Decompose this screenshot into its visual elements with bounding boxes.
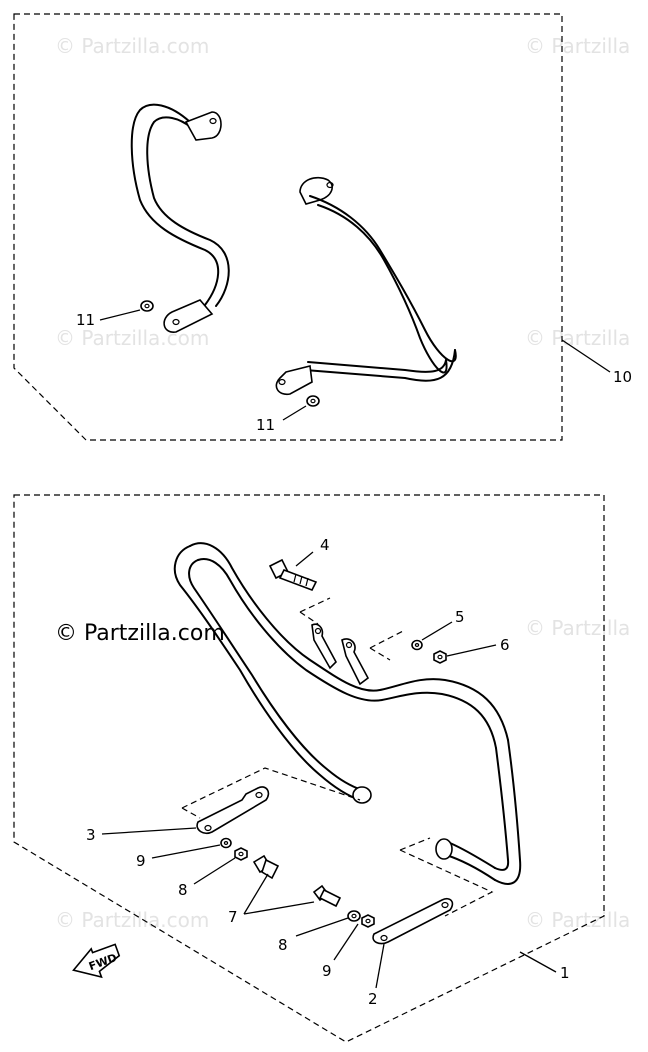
watermark: © Partzilla.com	[55, 34, 209, 58]
bolt-4	[268, 558, 318, 592]
callout-3: 3	[86, 826, 96, 844]
leader-7-lower	[243, 901, 315, 915]
leader-4	[295, 551, 314, 567]
bracket-2	[372, 897, 454, 945]
nut-8-left	[234, 847, 248, 861]
right-side-bar	[275, 176, 457, 396]
callout-9: 9	[322, 962, 332, 980]
callout-6: 6	[500, 636, 510, 654]
watermark-strong: © Partzilla.com	[55, 621, 225, 646]
assembly-guide-4	[299, 597, 331, 625]
nut-8-right	[361, 914, 375, 928]
assembly-guide-2	[399, 837, 494, 917]
callout-4: 4	[320, 536, 330, 554]
callout-8: 8	[278, 936, 288, 954]
leader-8-left	[193, 857, 236, 885]
leader-3	[101, 827, 197, 835]
engine-guard-bar	[173, 542, 522, 885]
callout-5: 5	[455, 608, 465, 626]
callout-1: 1	[560, 964, 570, 982]
callout-11: 11	[76, 311, 95, 329]
leader-11a	[99, 309, 141, 321]
leader-1	[519, 951, 557, 973]
callout-8: 8	[178, 881, 188, 899]
washer-11-left	[140, 300, 154, 312]
watermark-clipped: © Partzilla	[525, 908, 630, 932]
washer-9-right	[347, 910, 361, 922]
leader-9-right	[333, 923, 359, 961]
washer-9-left	[220, 837, 232, 849]
leader-10	[561, 339, 611, 373]
watermark-clipped: © Partzilla	[525, 34, 630, 58]
callout-7: 7	[228, 908, 238, 926]
leader-6	[446, 644, 497, 657]
bracket-3	[196, 786, 270, 835]
assembly-guide-5	[369, 629, 406, 661]
leader-11b	[282, 405, 307, 421]
leader-5	[421, 621, 453, 641]
watermark: © Partzilla.com	[55, 326, 209, 350]
leader-8-right	[295, 917, 349, 937]
watermark-clipped: © Partzilla	[525, 616, 630, 640]
bolt-7-lower	[312, 884, 342, 908]
fwd-arrow-icon: FWD	[72, 943, 121, 979]
leader-7-upper	[243, 873, 269, 915]
watermark-clipped: © Partzilla	[525, 326, 630, 350]
callout-11: 11	[256, 416, 275, 434]
bolt-7-upper	[252, 854, 280, 880]
leader-9-left	[151, 844, 221, 859]
callout-9: 9	[136, 852, 146, 870]
assembly-guide-3	[181, 767, 361, 819]
upper-group-outline	[13, 13, 563, 441]
leader-2	[375, 943, 385, 989]
callout-10: 10	[613, 368, 632, 386]
watermark: © Partzilla.com	[55, 908, 209, 932]
washer-11-right	[306, 395, 320, 407]
callout-2: 2	[368, 990, 378, 1008]
lower-group-outline	[13, 494, 605, 1043]
nut-6	[433, 650, 447, 664]
left-side-bar	[130, 103, 230, 333]
washer-5	[411, 639, 423, 651]
